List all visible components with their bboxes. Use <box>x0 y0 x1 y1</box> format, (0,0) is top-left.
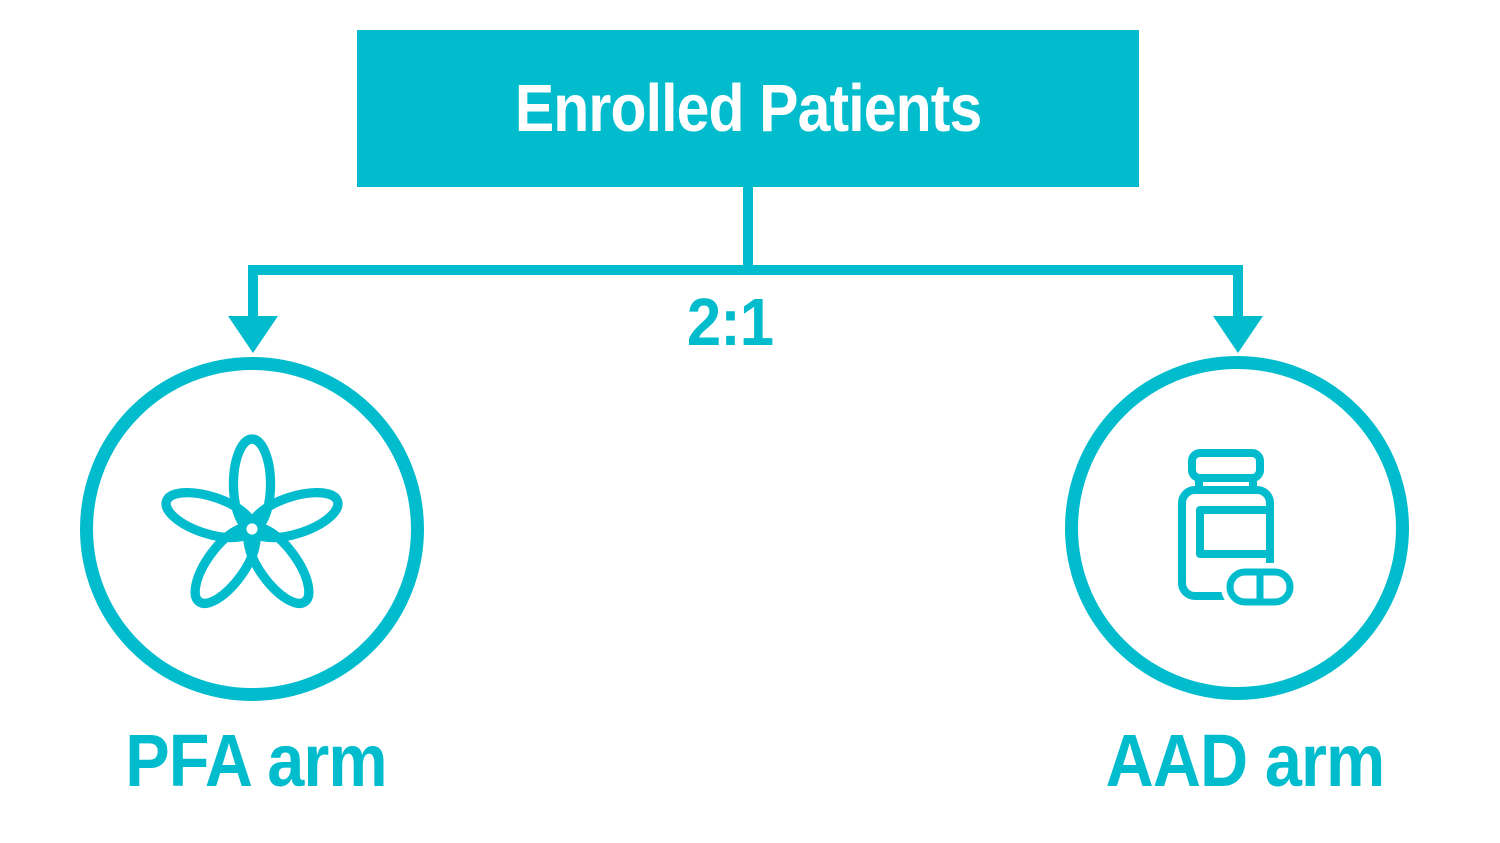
arrow-down-icon-right <box>1213 316 1263 353</box>
enrolled-patients-label: Enrolled Patients <box>514 71 983 146</box>
arrow-down-icon-left <box>228 316 278 353</box>
aad-arm-circle <box>1065 356 1409 700</box>
connector-drop-left <box>248 265 258 320</box>
enrolled-patients-box: Enrolled Patients <box>357 30 1139 187</box>
aad-arm-label: AAD arm <box>1105 719 1386 802</box>
connector-drop-right <box>1233 265 1243 320</box>
pfa-arm-label: PFA arm <box>125 719 387 802</box>
connector-stem <box>743 187 753 270</box>
randomization-ratio-label: 2:1 <box>686 285 774 360</box>
pfa-arm-circle <box>80 357 424 701</box>
connector-horizontal <box>248 265 1242 275</box>
flower-catheter-icon <box>161 434 343 609</box>
pill-bottle-icon <box>1178 449 1296 608</box>
